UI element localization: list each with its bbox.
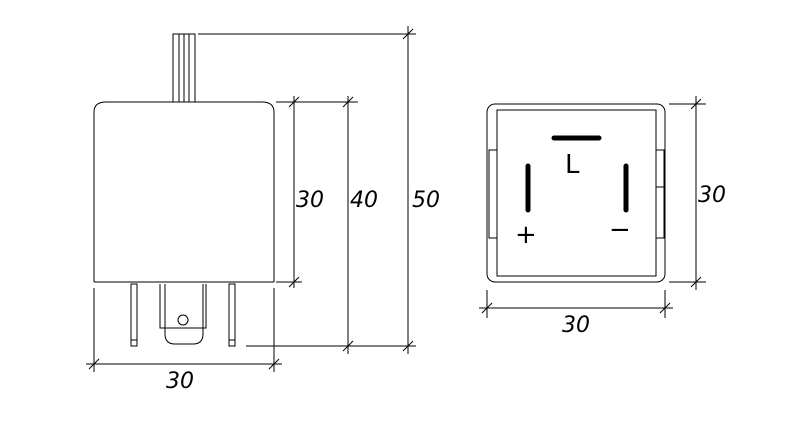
left-side-tab — [488, 149, 498, 239]
body-height-dimension — [288, 96, 300, 288]
body-height-label: 30 — [296, 188, 324, 213]
terminal-L-label: L — [565, 150, 580, 180]
top-width-dimension — [479, 290, 673, 318]
top-view: L + − 30 30 — [479, 96, 726, 338]
right-side-tab — [655, 149, 665, 239]
side-view: 30 30 40 50 — [86, 26, 440, 394]
total-height-label: 50 — [412, 188, 440, 213]
housing-inner — [496, 109, 657, 277]
side-width-dimension — [86, 288, 282, 372]
terminal-plus-label: + — [515, 220, 537, 250]
top-post — [172, 33, 196, 103]
pins-height-dimension — [342, 96, 354, 354]
housing-outer — [486, 103, 666, 283]
center-blade-pin — [159, 284, 207, 345]
pins-height-label: 40 — [350, 188, 378, 213]
relay-body — [93, 101, 275, 282]
top-height-dimension — [669, 96, 706, 290]
total-height-dimension — [402, 26, 414, 354]
top-width-label: 30 — [562, 313, 590, 338]
terminal-minus-label: − — [609, 215, 631, 245]
right-pin — [228, 283, 236, 347]
side-width-label: 30 — [166, 369, 194, 394]
top-height-label: 30 — [698, 183, 726, 208]
left-pin — [130, 283, 138, 347]
